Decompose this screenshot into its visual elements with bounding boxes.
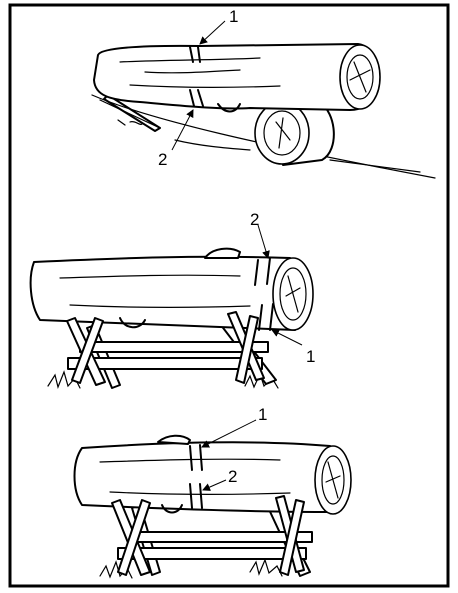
callout-1-label: 1 bbox=[306, 347, 315, 366]
cut-mark-1 bbox=[189, 444, 203, 471]
callout-2-label: 2 bbox=[228, 467, 237, 486]
cut-mark-2 bbox=[189, 483, 203, 509]
support-log bbox=[254, 101, 335, 166]
panel-log-centre-cut: 1 2 bbox=[73, 405, 352, 579]
callout-1-label: 1 bbox=[229, 7, 238, 26]
callout-1-label: 1 bbox=[258, 405, 267, 424]
callout-2-label: 2 bbox=[158, 150, 167, 169]
wedge-stick bbox=[103, 94, 161, 132]
log-on-sawhorse bbox=[29, 247, 314, 331]
main-log-top bbox=[93, 43, 381, 113]
cut-mark-1 bbox=[189, 46, 201, 63]
callout-2-label: 2 bbox=[250, 210, 259, 229]
figure-border bbox=[8, 3, 450, 588]
cut-mark-2 bbox=[189, 89, 204, 107]
cut-mark-1 bbox=[258, 303, 274, 331]
panel-log-on-sawhorse: 2 1 bbox=[29, 210, 315, 389]
log-centre-cut bbox=[73, 434, 352, 515]
cut-mark-2 bbox=[254, 257, 271, 286]
panel-log-on-slope: 1 2 bbox=[91, 7, 436, 179]
